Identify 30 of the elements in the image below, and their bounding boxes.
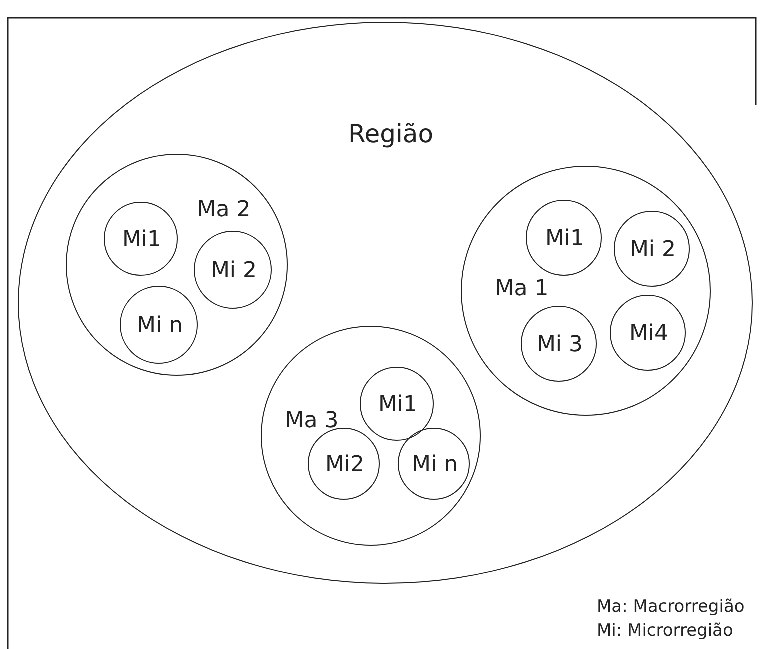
microregion-circle xyxy=(120,286,198,364)
microregion-circle xyxy=(194,231,272,309)
microregion-circle xyxy=(526,200,602,276)
macroregion-circle xyxy=(261,326,481,546)
microregion-label: Mi1 xyxy=(378,392,418,418)
microregion-label: Mi2 xyxy=(325,452,365,478)
microregion-circle xyxy=(104,202,178,276)
legend-note: Ma: Macrorregião xyxy=(597,597,745,617)
macroregion-label: Ma 2 xyxy=(197,198,251,222)
microregion-circle xyxy=(308,428,380,500)
microregion-label: Mi 2 xyxy=(630,238,676,262)
microregion-label: Mi n xyxy=(136,314,184,338)
macroregion-label: Ma 1 xyxy=(495,276,549,302)
microregion-label: Mi 2 xyxy=(210,258,258,284)
microregion-circle xyxy=(610,295,686,371)
microregion-label: Mi1 xyxy=(122,228,162,252)
microregion-label: Mi 3 xyxy=(536,332,584,358)
microregion-circle xyxy=(360,367,434,441)
legend-note: Mi: Microrregião xyxy=(597,621,734,641)
microregion-circle xyxy=(521,306,597,382)
macroregion-label: Ma 3 xyxy=(285,408,339,434)
macroregion-circle xyxy=(66,154,288,376)
region-ellipse xyxy=(18,22,753,584)
microregion-label: Mi4 xyxy=(629,322,669,346)
region-label: Região xyxy=(348,120,434,148)
microregion-circle xyxy=(398,428,470,500)
microregion-label: Mi1 xyxy=(545,226,585,252)
microregion-label: Mi n xyxy=(412,452,458,478)
microregion-circle xyxy=(614,211,690,287)
macroregion-circle xyxy=(461,166,711,416)
